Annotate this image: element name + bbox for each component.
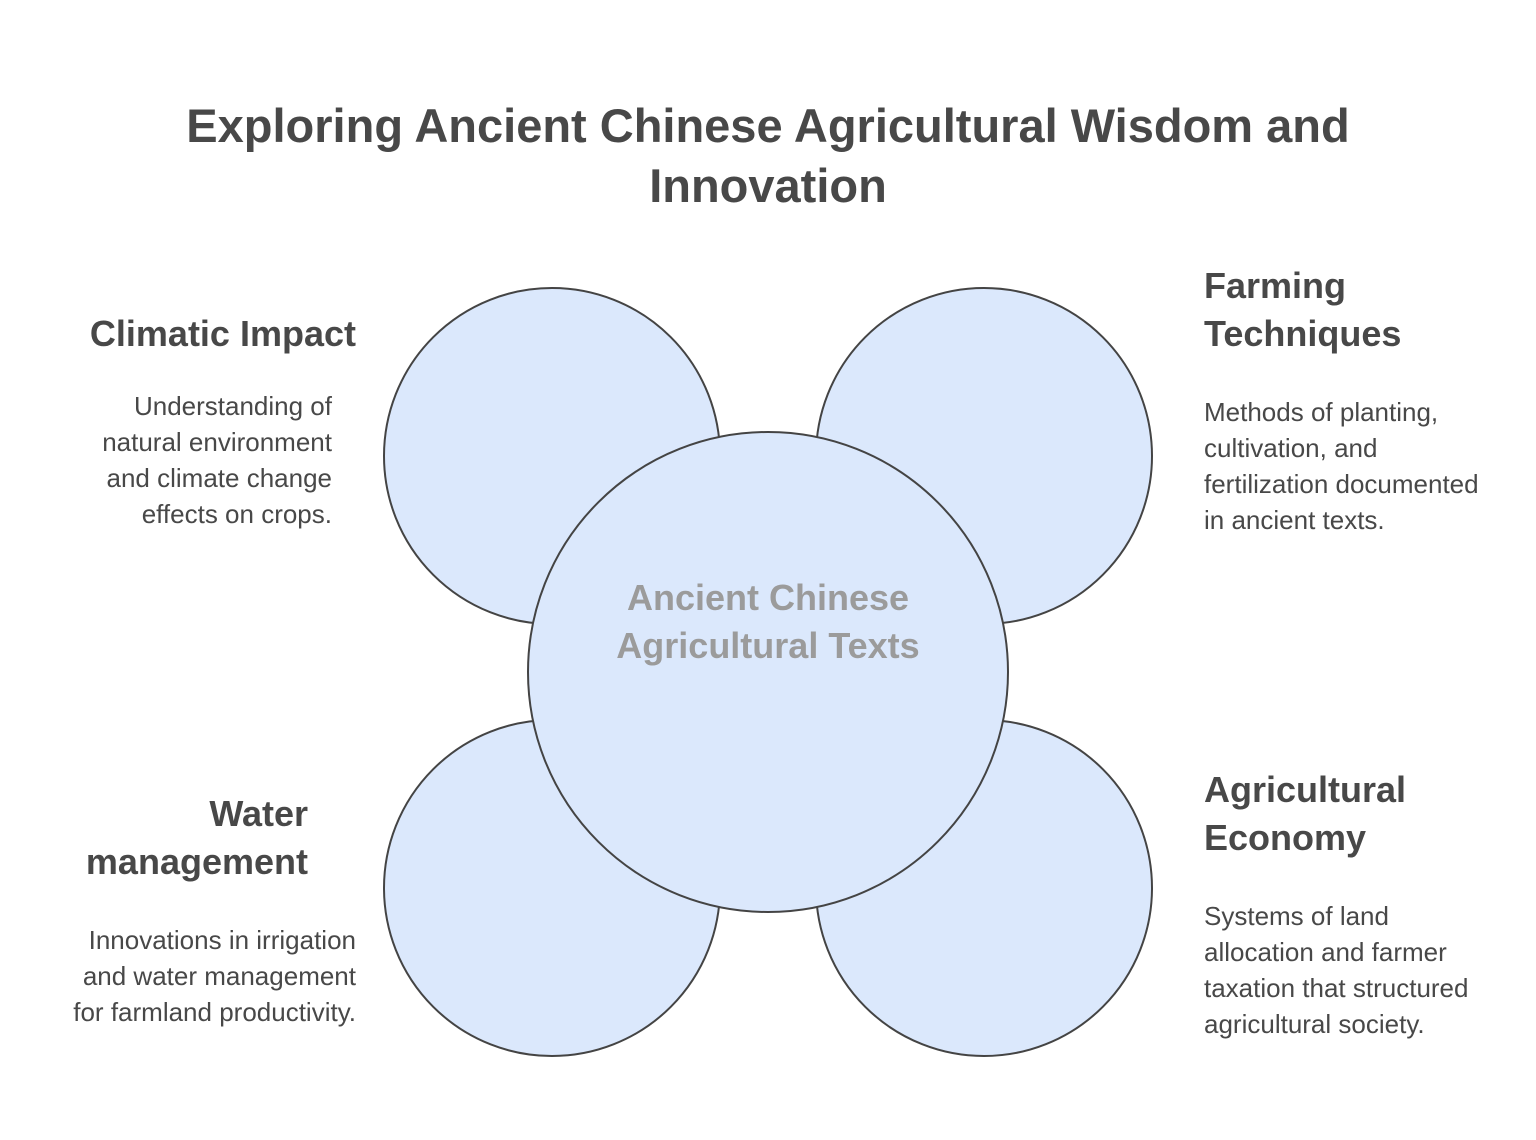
- diagram-title: Exploring Ancient Chinese Agricultural W…: [186, 99, 1350, 212]
- topic-farming-techniques: Farming Techniques Methods of planting, …: [1204, 262, 1484, 538]
- topic-heading: Agricultural Economy: [1204, 769, 1407, 858]
- topic-heading: Farming Techniques: [1204, 265, 1402, 354]
- topic-water-management: Water management Innovations in irrigati…: [56, 790, 356, 1030]
- topic-description: Methods of planting, cultivation, and fe…: [1204, 397, 1479, 535]
- topic-agricultural-economy: Agricultural Economy Systems of land all…: [1204, 766, 1484, 1042]
- topic-description: Systems of land allocation and farmer ta…: [1204, 901, 1469, 1039]
- topic-heading: Water management: [85, 793, 308, 882]
- circle-center: [527, 431, 1009, 913]
- topic-description: Understanding of natural environment and…: [102, 391, 332, 529]
- center-label: Ancient Chinese Agricultural Texts: [616, 577, 920, 666]
- topic-climatic-impact: Climatic Impact Understanding of natural…: [56, 310, 356, 532]
- topic-heading: Climatic Impact: [89, 313, 356, 354]
- topic-description: Innovations in irrigation and water mana…: [73, 925, 356, 1027]
